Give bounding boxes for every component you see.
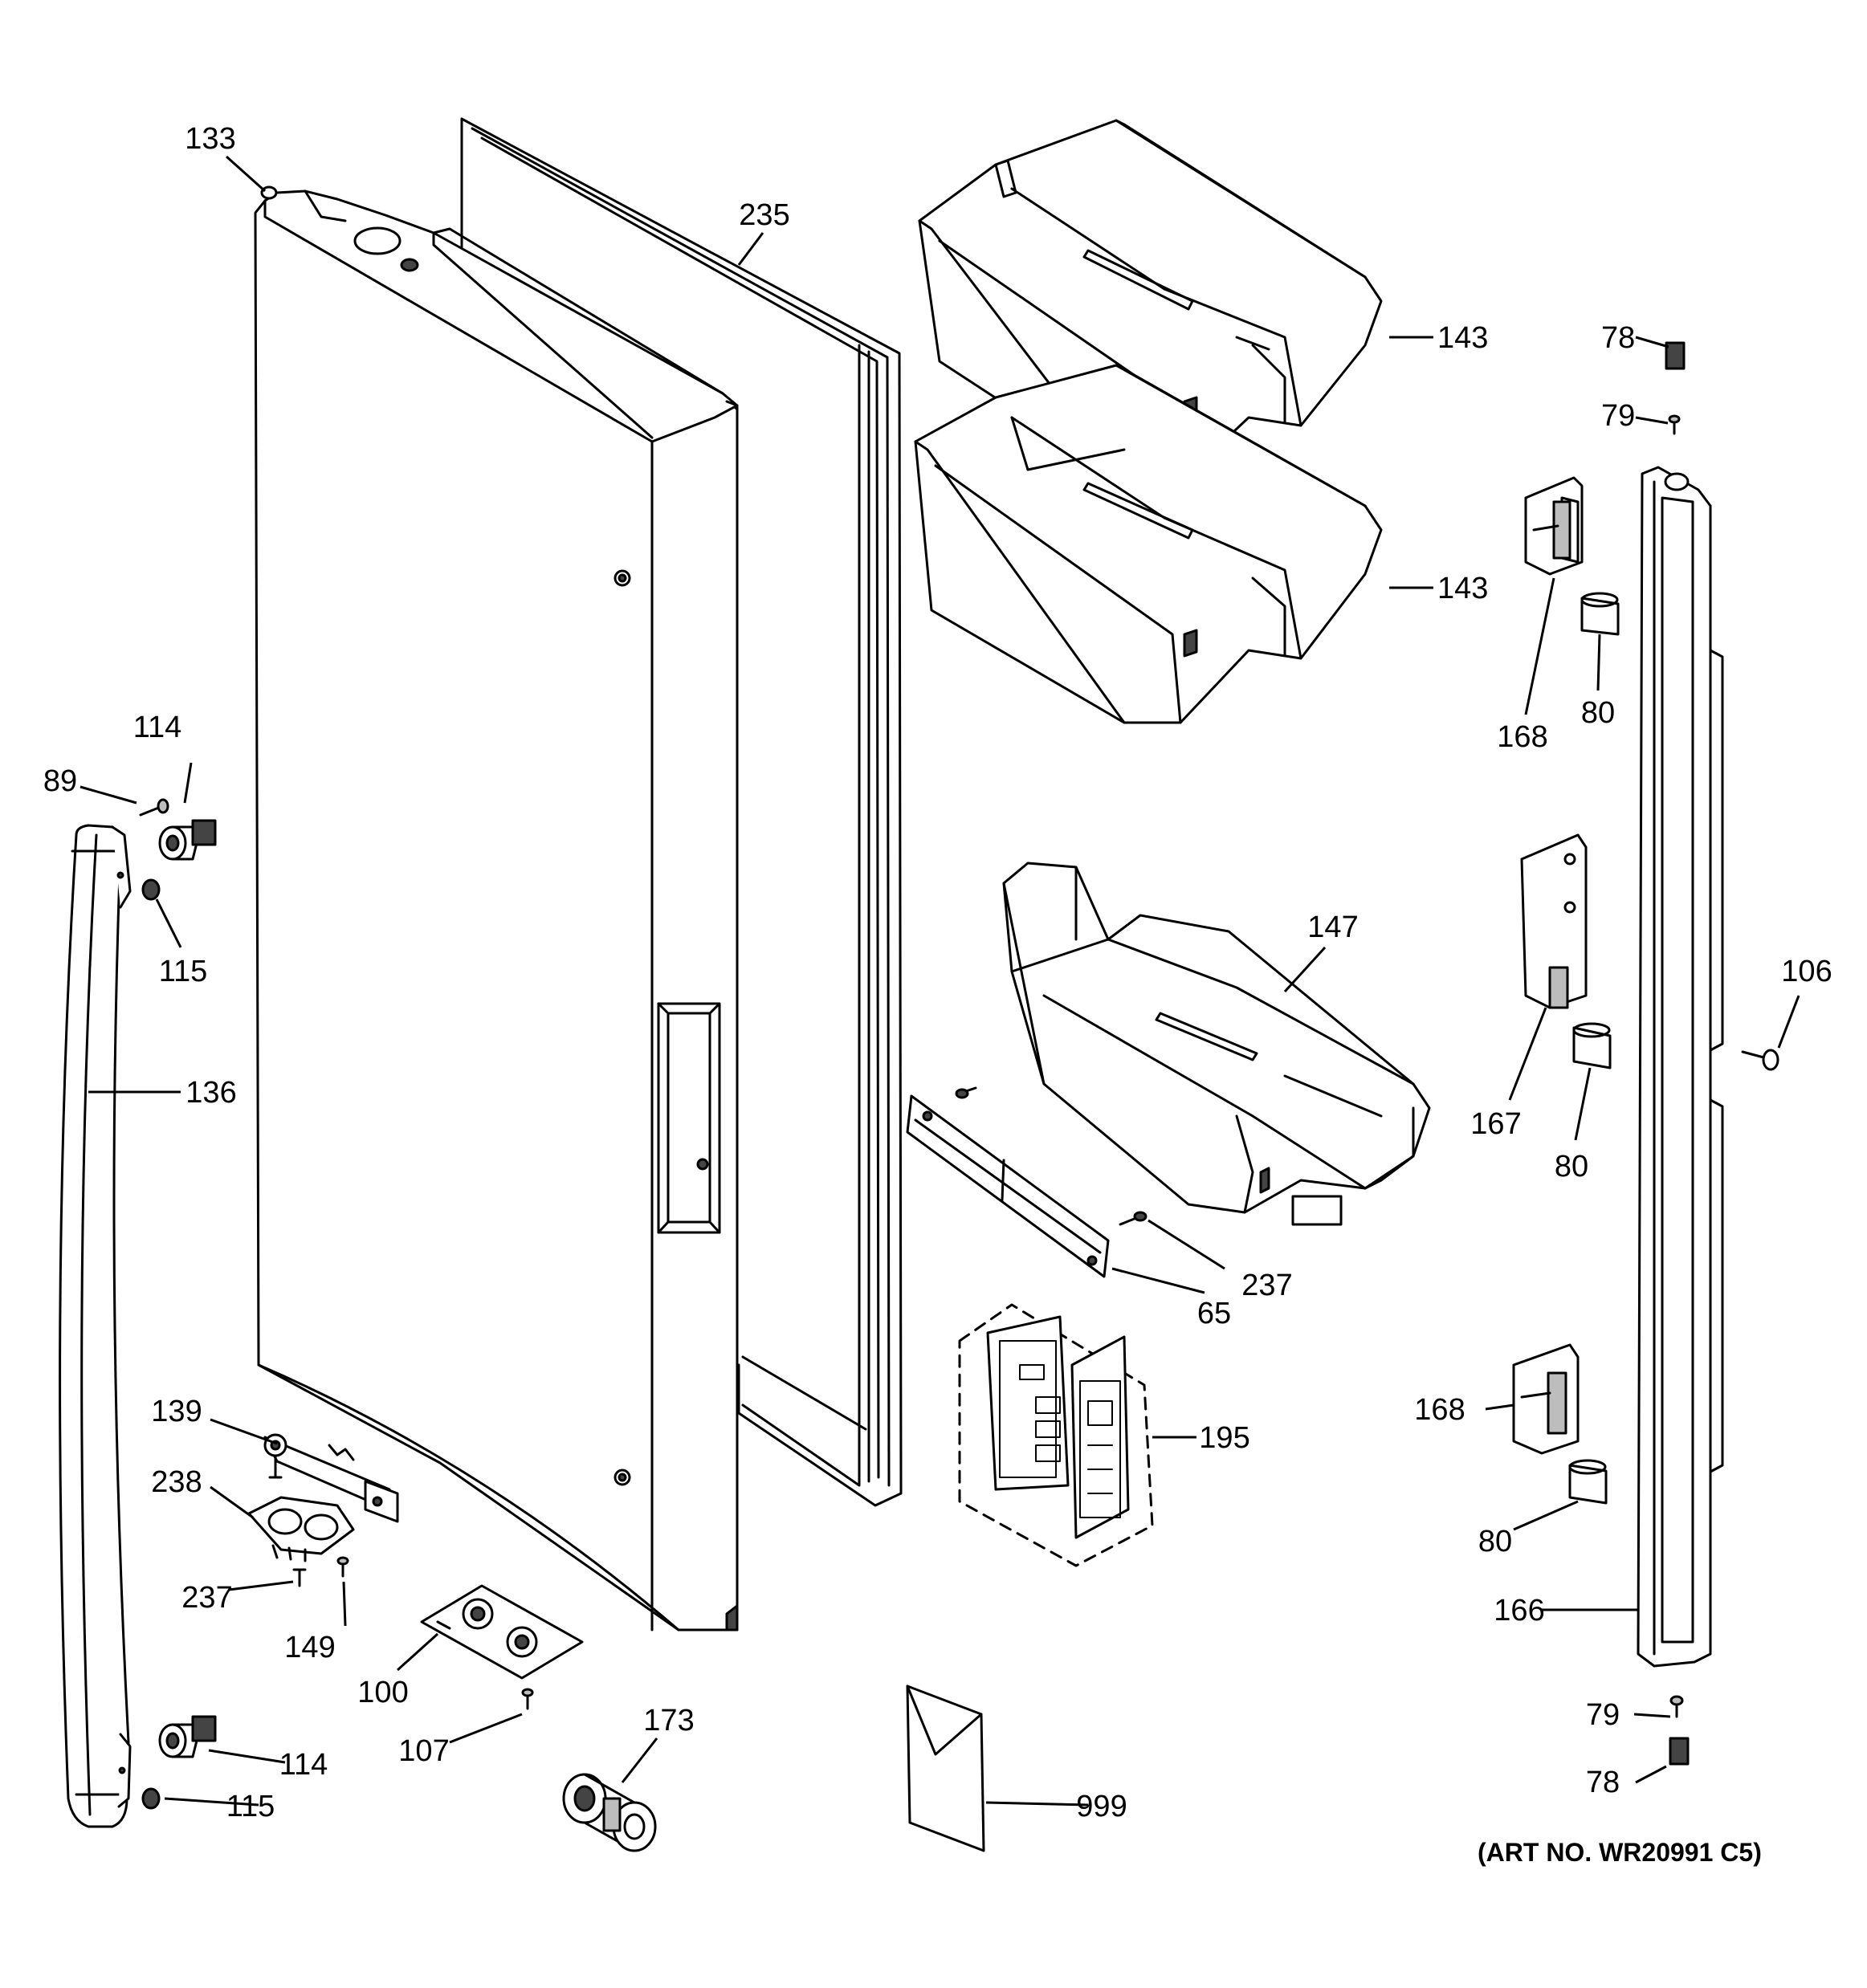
callout-labels: 133 235 143 143 78 79 80 168 114 89 115 …	[43, 122, 1832, 1823]
set-screw-top	[141, 878, 161, 901]
door-bin-tall	[1002, 862, 1431, 1226]
hinge-168-bottom	[1512, 1343, 1580, 1455]
art-number: (ART NO. WR20991 C5)	[1478, 1838, 1762, 1867]
hinge-167-middle	[1520, 833, 1588, 1009]
water-line-fitting	[562, 1773, 657, 1852]
door-handle	[59, 824, 132, 1828]
callout-107: 107	[398, 1734, 449, 1768]
callout-237-right: 237	[1241, 1269, 1292, 1302]
hinge-cap-bottom	[1568, 1459, 1608, 1505]
screw-149	[336, 1556, 349, 1578]
callout-149: 149	[284, 1631, 335, 1664]
hinge-cap-top	[1580, 592, 1620, 636]
door-bin-lower	[914, 364, 1383, 724]
spring-top	[1665, 341, 1686, 370]
callout-79-top: 79	[1601, 399, 1635, 433]
handle-mount-stud-top	[158, 819, 217, 861]
literature-envelope	[906, 1685, 985, 1852]
hinge-168-top	[1524, 476, 1584, 576]
callout-166: 166	[1494, 1594, 1544, 1627]
screw-106	[1741, 1049, 1779, 1071]
callout-168-top: 168	[1497, 720, 1547, 754]
screw-107	[521, 1688, 534, 1710]
spring-bottom	[1669, 1737, 1690, 1766]
pin-bottom	[1669, 1695, 1684, 1718]
callout-115-top: 115	[159, 955, 208, 988]
callout-143-upper: 143	[1437, 321, 1488, 355]
pin-top	[1668, 414, 1681, 435]
bottom-hinge-bracket	[263, 1433, 399, 1523]
leader-lines	[79, 155, 1800, 1807]
callout-80-top: 80	[1581, 696, 1615, 730]
callout-235: 235	[739, 198, 789, 232]
callout-999: 999	[1076, 1790, 1127, 1823]
callout-136: 136	[185, 1076, 236, 1110]
dispenser-board-kit	[958, 1303, 1154, 1567]
callout-195: 195	[1199, 1421, 1249, 1455]
hinge-cam	[247, 1496, 355, 1562]
callout-65: 65	[1197, 1297, 1231, 1330]
callout-147: 147	[1307, 910, 1358, 944]
hinge-cover-plate	[420, 1584, 584, 1680]
callout-114-top: 114	[133, 711, 182, 744]
callout-80-middle: 80	[1555, 1150, 1588, 1183]
control-panel-cover	[906, 1094, 1110, 1278]
callout-114-bottom: 114	[279, 1748, 328, 1782]
set-screw-bottom	[141, 1787, 161, 1810]
callout-89: 89	[43, 764, 77, 798]
callout-106: 106	[1781, 955, 1832, 988]
callout-143-lower: 143	[1437, 572, 1488, 605]
callout-168-bottom: 168	[1414, 1393, 1465, 1427]
hinge-cap-middle	[1572, 1022, 1612, 1069]
handle-mount-stud-bottom	[158, 1715, 217, 1758]
screw-89	[139, 798, 169, 817]
callout-238: 238	[151, 1465, 202, 1499]
callout-237-left: 237	[181, 1581, 232, 1615]
callout-78-top: 78	[1601, 321, 1635, 355]
screw-237-right	[1119, 1211, 1148, 1226]
callout-78-bottom: 78	[1586, 1766, 1620, 1799]
callout-80-bottom: 80	[1478, 1525, 1512, 1558]
screw-plate-top	[955, 1086, 977, 1099]
callout-139: 139	[151, 1395, 202, 1428]
door-gasket	[460, 117, 903, 1507]
callout-79-bottom: 79	[1586, 1698, 1620, 1732]
callout-133: 133	[185, 122, 235, 156]
callout-173: 173	[643, 1704, 694, 1737]
fresh-food-door	[254, 189, 739, 1632]
callout-100: 100	[357, 1676, 408, 1709]
callout-115-bottom: 115	[226, 1790, 275, 1823]
screw-237-lower	[292, 1568, 307, 1587]
callout-167: 167	[1470, 1107, 1521, 1141]
door-side-trim	[1637, 466, 1724, 1668]
